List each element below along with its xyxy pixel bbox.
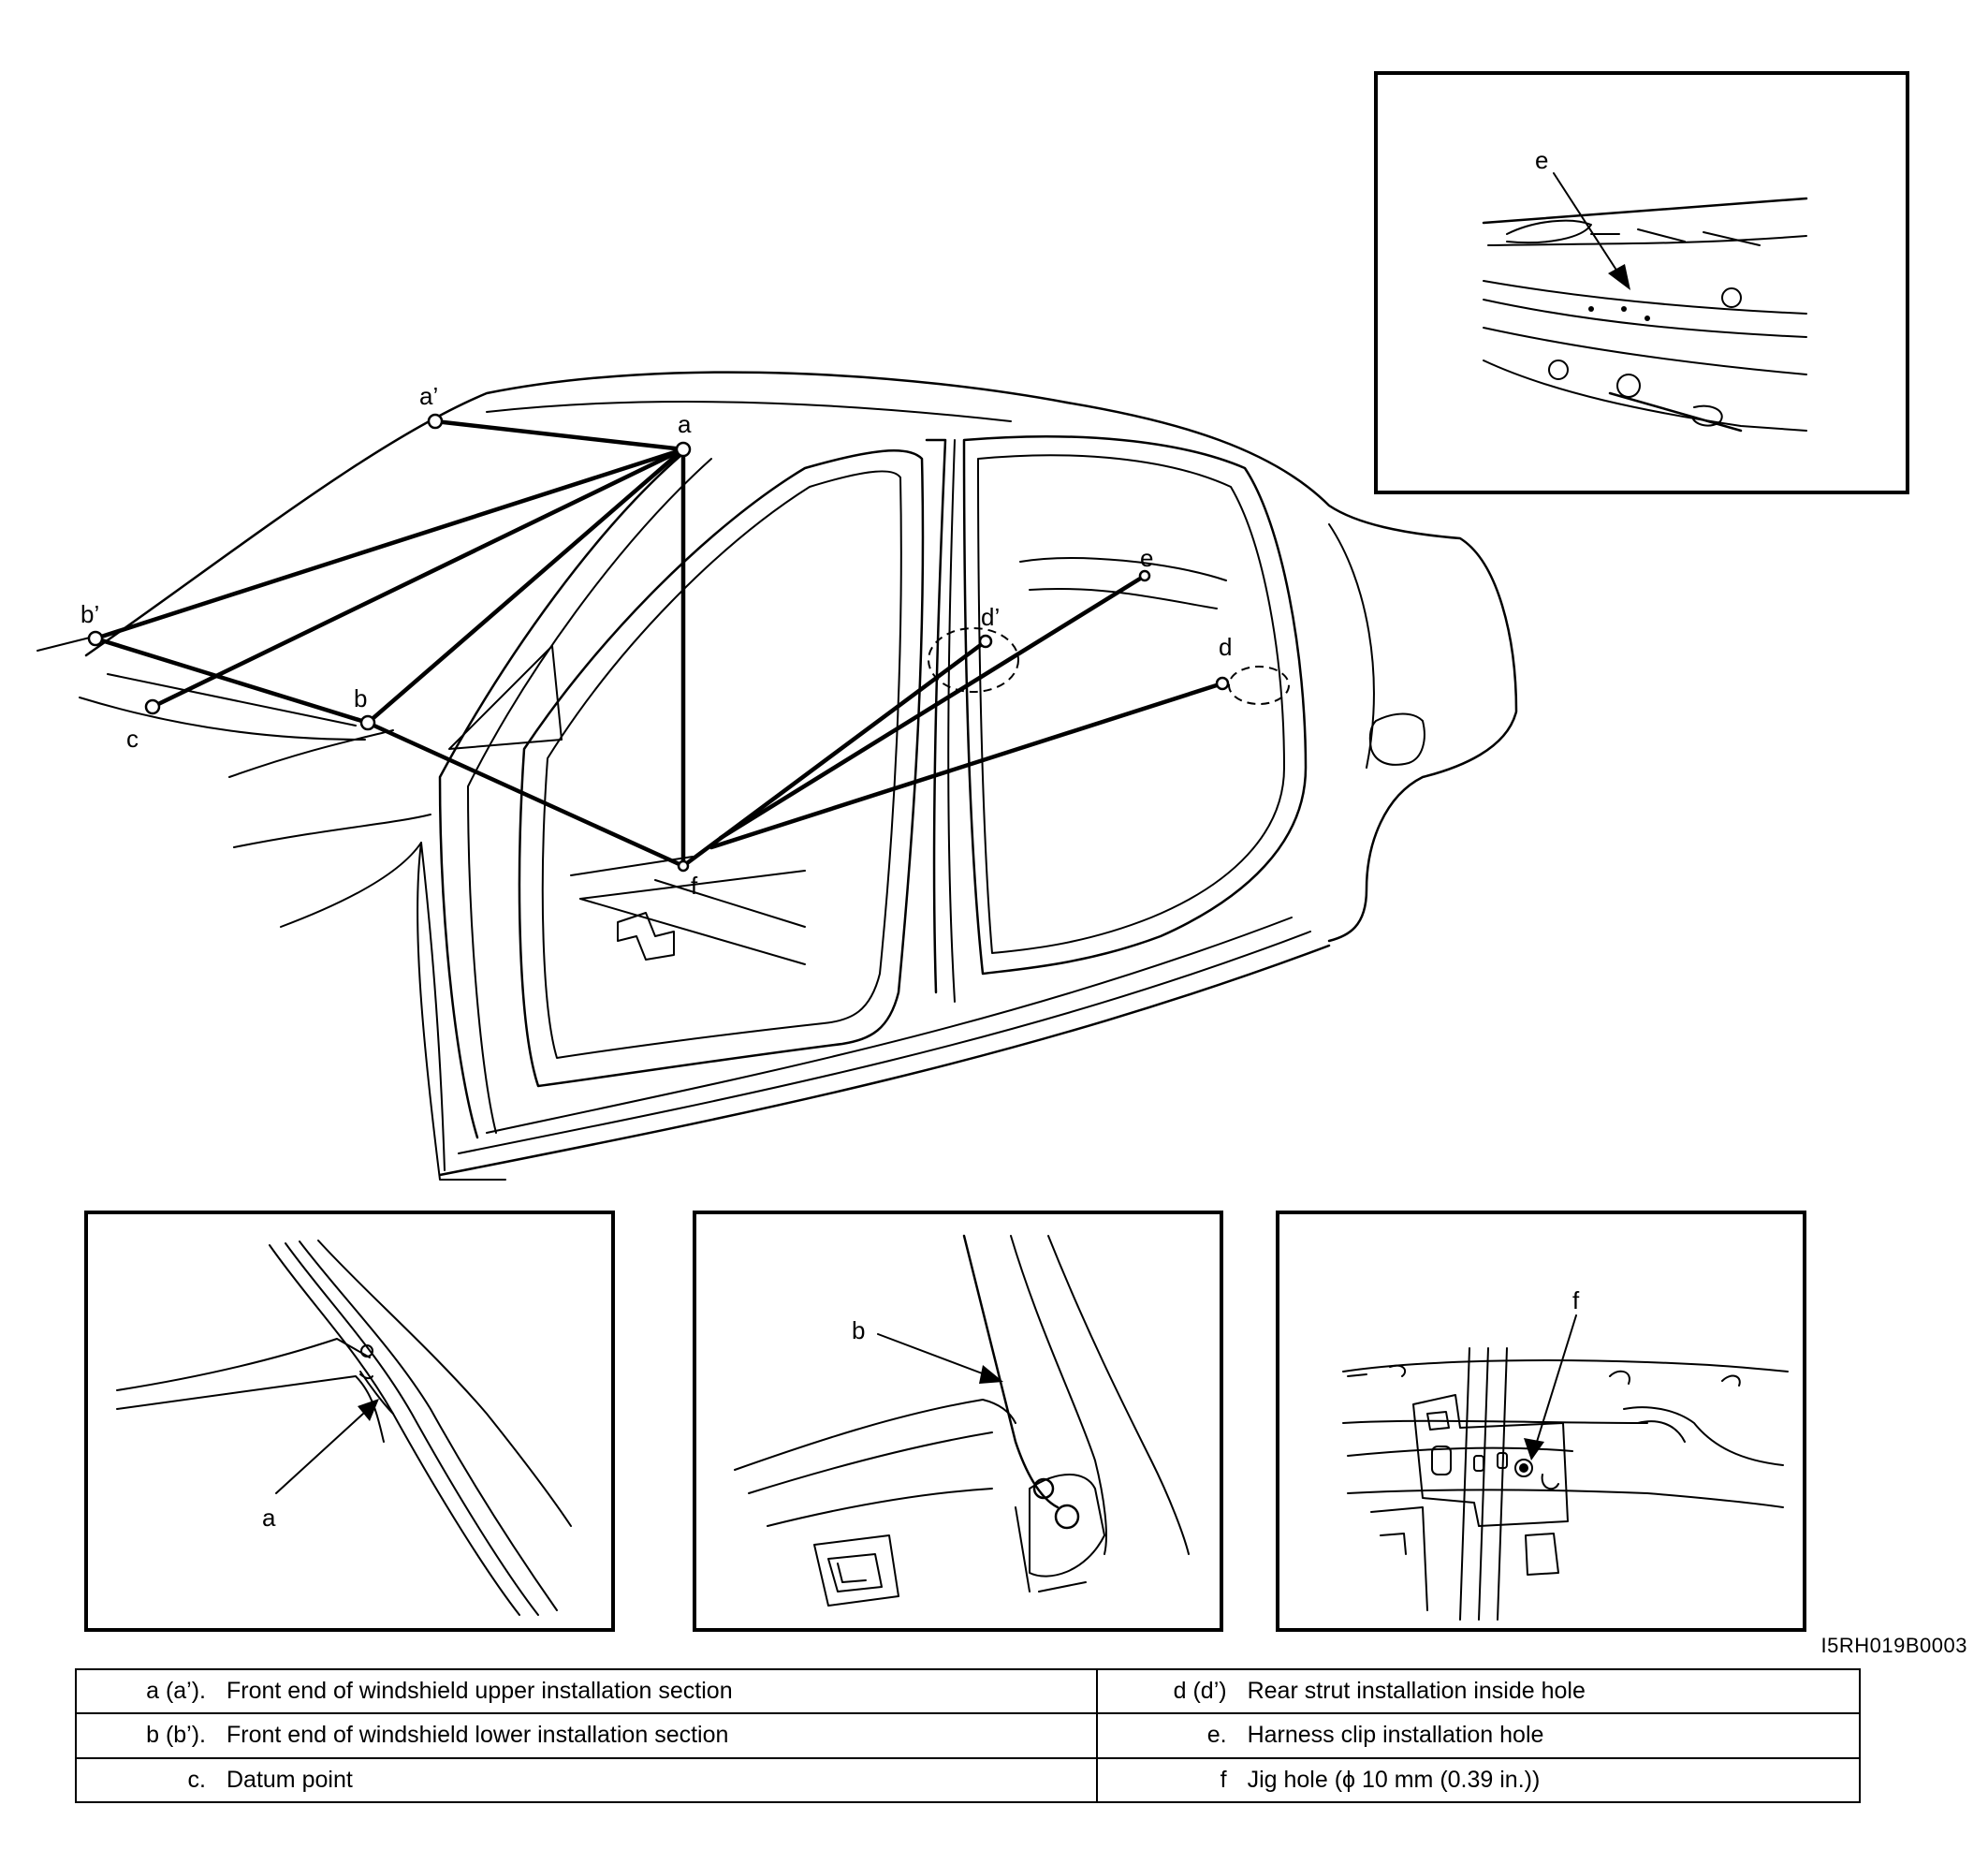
legend-row: c. Datum point f Jig hole (ϕ 10 mm (0.39…: [75, 1756, 1862, 1804]
label-e: e: [1140, 544, 1153, 572]
inset-windshield-lower: b: [693, 1211, 1223, 1632]
point-b: [359, 714, 376, 731]
point-f: [677, 859, 690, 873]
inset-harness-clip-hole: e: [1374, 71, 1909, 494]
legend-key: b (b’).: [146, 1722, 206, 1749]
inset-windshield-upper: a: [84, 1211, 615, 1632]
legend-desc: Datum point: [227, 1766, 353, 1793]
inset-label-b: b: [852, 1316, 865, 1344]
point-a: [675, 441, 692, 458]
legend-cell-left: c. Datum point: [75, 1756, 1098, 1804]
point-labels: a’ a b’ b c d’ d e f: [80, 382, 1232, 900]
inset-jig-hole: f: [1276, 1211, 1806, 1632]
legend-row: a (a’). Front end of windshield upper in…: [75, 1667, 1862, 1715]
point-d: [1215, 676, 1230, 691]
legend-cell-left: b (b’). Front end of windshield lower in…: [75, 1712, 1098, 1759]
legend-key: a (a’).: [146, 1678, 206, 1705]
point-e: [1138, 569, 1151, 582]
label-c: c: [126, 725, 139, 753]
legend-desc: Front end of windshield upper installati…: [227, 1678, 733, 1705]
legend-cell-right: e. Harness clip installation hole: [1095, 1712, 1862, 1759]
label-b: b: [354, 684, 367, 712]
legend-key: c.: [187, 1766, 206, 1793]
legend-key: d (d’): [1173, 1678, 1227, 1705]
label-b-prime: b’: [80, 600, 99, 628]
inset-label-e: e: [1535, 146, 1548, 174]
legend-cell-left: a (a’). Front end of windshield upper in…: [75, 1667, 1098, 1715]
label-d-prime: d’: [981, 603, 1000, 631]
measurement-points: [87, 413, 1230, 873]
label-a: a: [678, 410, 692, 438]
legend-cell-right: f Jig hole (ϕ 10 mm (0.39 in.)): [1095, 1756, 1862, 1804]
reference-code: I5RH019B0003: [1820, 1634, 1967, 1657]
point-b-prime: [87, 630, 104, 647]
measurement-lines: [93, 418, 1225, 869]
legend-desc: Front end of windshield lower installati…: [227, 1722, 729, 1749]
legend-desc: Rear strut installation inside hole: [1247, 1678, 1586, 1705]
point-c: [144, 698, 161, 715]
inset-label-a: a: [262, 1504, 276, 1532]
label-a-prime: a’: [419, 382, 438, 410]
car-body-outline: [37, 371, 1518, 1181]
label-f: f: [691, 872, 698, 900]
legend-cell-right: d (d’) Rear strut installation inside ho…: [1095, 1667, 1862, 1715]
legend-key: e.: [1206, 1722, 1227, 1749]
legend-table: a (a’). Front end of windshield upper in…: [75, 1667, 1862, 1804]
label-d: d: [1219, 633, 1232, 661]
legend-desc: Jig hole (ϕ 10 mm (0.39 in.)): [1247, 1766, 1541, 1793]
point-a-prime: [427, 413, 444, 430]
point-d-prime: [978, 634, 993, 649]
inset-label-f: f: [1572, 1286, 1580, 1314]
legend-key: f: [1220, 1766, 1227, 1793]
legend-desc: Harness clip installation hole: [1247, 1722, 1544, 1749]
legend-row: b (b’). Front end of windshield lower in…: [75, 1712, 1862, 1759]
